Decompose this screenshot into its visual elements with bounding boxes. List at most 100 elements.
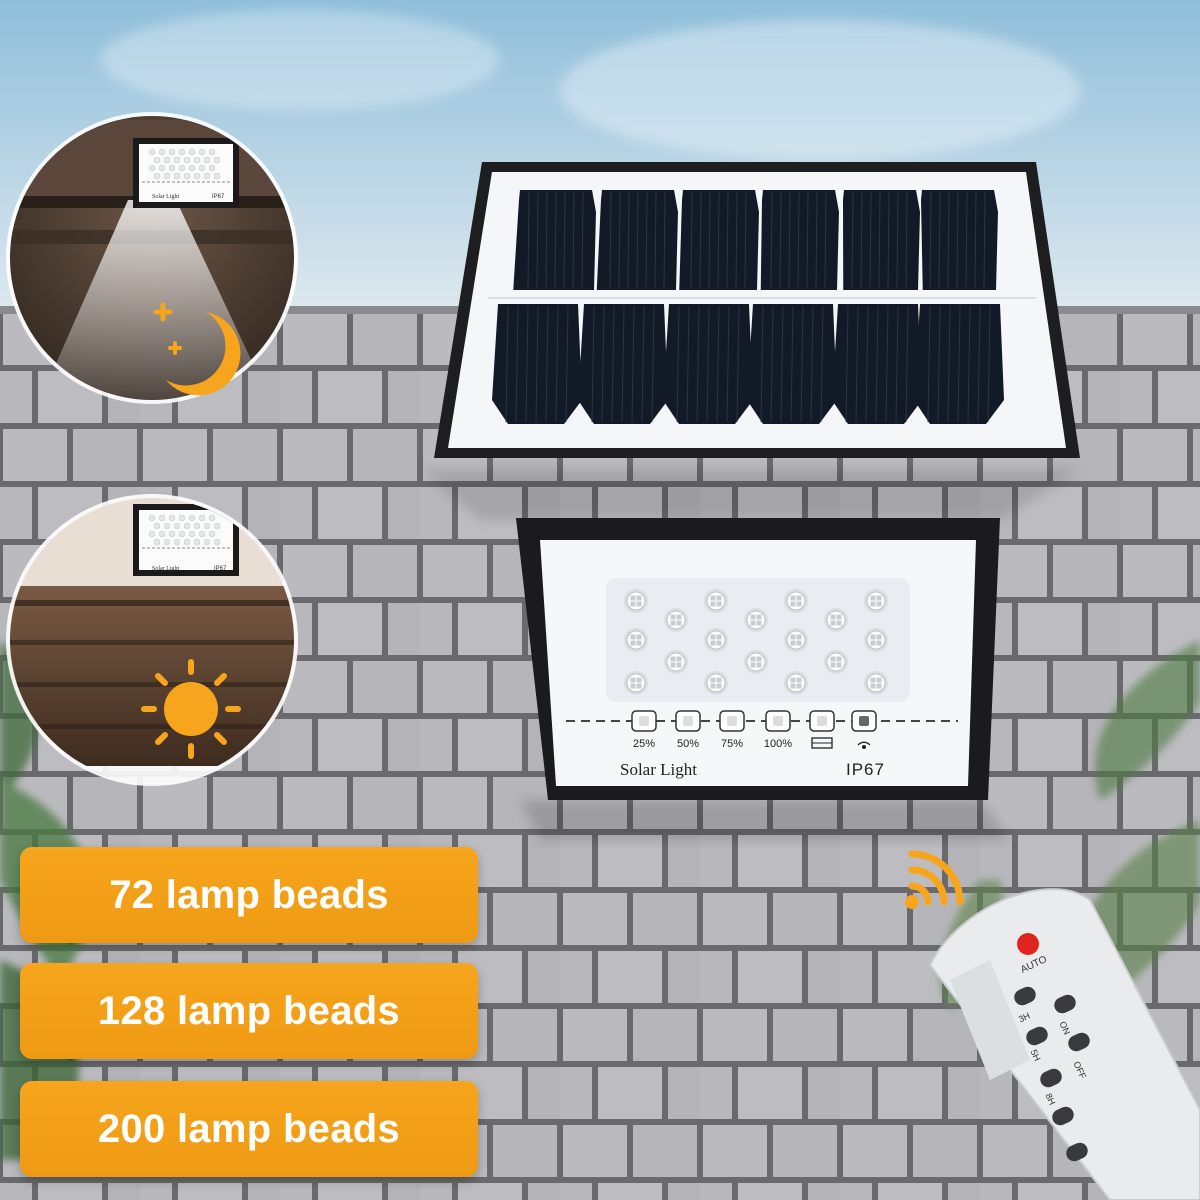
badge-label: 200 lamp beads xyxy=(97,1106,401,1151)
mini-led xyxy=(168,530,176,538)
remote-8h-button[interactable] xyxy=(1038,1066,1065,1090)
mini-led xyxy=(213,172,221,180)
brightness-indicator-label: 100% xyxy=(764,738,792,750)
led-bead xyxy=(704,628,728,652)
led-bead xyxy=(824,650,848,674)
mini-led xyxy=(168,514,176,522)
solar-cell xyxy=(921,190,998,290)
mini-led xyxy=(183,156,191,164)
lamp-brand-label: Solar Light xyxy=(620,760,697,779)
night-lamp-rating: IP67 xyxy=(212,194,225,200)
mini-led xyxy=(198,514,206,522)
mini-led xyxy=(193,156,201,164)
led-bead xyxy=(624,671,648,695)
mini-led xyxy=(183,522,191,530)
mini-led xyxy=(193,538,201,546)
led-bead xyxy=(664,650,688,674)
mini-led xyxy=(203,156,211,164)
lamp-rating-label: IP67 xyxy=(846,760,885,779)
mini-led xyxy=(173,538,181,546)
badge-label: 128 lamp beads xyxy=(97,988,401,1033)
mini-led xyxy=(148,148,156,156)
mini-led xyxy=(148,530,156,538)
mini-led xyxy=(188,148,196,156)
mini-led xyxy=(178,148,186,156)
mini-led xyxy=(153,538,161,546)
badge-label: 72 lamp beads xyxy=(109,872,389,917)
led-bead xyxy=(744,608,768,632)
led-bead xyxy=(624,589,648,613)
remote-3h-button[interactable] xyxy=(1012,984,1039,1008)
brightness-indicator: 25% xyxy=(631,710,657,750)
remote-label-3h: 3H xyxy=(1017,1010,1032,1024)
led-bead xyxy=(784,628,808,652)
day-scene: Solar Light IP67 xyxy=(6,494,298,786)
remote-off-button[interactable] xyxy=(1066,1030,1093,1054)
mini-led xyxy=(208,164,216,172)
remote-on-button[interactable] xyxy=(1052,992,1079,1016)
sun-icon xyxy=(141,659,241,759)
mini-led xyxy=(178,164,186,172)
mini-led xyxy=(213,156,221,164)
mini-led xyxy=(178,530,186,538)
sensor-icon xyxy=(851,710,877,749)
led-bead xyxy=(624,628,648,652)
mini-led xyxy=(198,530,206,538)
floodlight: 25% 50% 75% 100% Solar Light IP67 xyxy=(516,518,1000,800)
led-bead xyxy=(784,589,808,613)
brightness-indicator: 50% xyxy=(675,710,701,750)
mini-led xyxy=(163,522,171,530)
mini-led xyxy=(198,164,206,172)
led-bead xyxy=(784,671,808,695)
mini-led xyxy=(153,522,161,530)
remote-extra-button-2[interactable] xyxy=(1064,1140,1091,1164)
mini-led xyxy=(163,538,171,546)
mini-led xyxy=(208,148,216,156)
mini-led xyxy=(198,148,206,156)
led-bead xyxy=(864,671,888,695)
remote-label-8h: 8H xyxy=(1043,1092,1057,1107)
brightness-indicator-label: 75% xyxy=(721,738,743,750)
mini-led xyxy=(148,164,156,172)
day-lamp-rating: IP67 xyxy=(214,566,227,572)
mini-led xyxy=(158,148,166,156)
night-lamp-label: Solar Light xyxy=(152,194,179,200)
mini-led xyxy=(203,522,211,530)
mini-led xyxy=(173,522,181,530)
led-bead xyxy=(664,608,688,632)
mini-led xyxy=(213,538,221,546)
mini-led xyxy=(173,156,181,164)
brightness-indicator-label: 50% xyxy=(677,738,699,750)
mini-led xyxy=(178,514,186,522)
mini-led xyxy=(163,156,171,164)
remote-auto-button[interactable] xyxy=(1017,933,1039,955)
led-bead xyxy=(824,608,848,632)
mini-led xyxy=(158,530,166,538)
brightness-indicator-label: 25% xyxy=(633,738,655,750)
remote-extra-button-1[interactable] xyxy=(1050,1104,1077,1128)
mini-led xyxy=(163,172,171,180)
mini-led xyxy=(148,514,156,522)
brightness-indicator: 75% xyxy=(719,710,745,750)
night-scene: Solar Light IP67 xyxy=(6,112,298,404)
mini-led xyxy=(213,522,221,530)
remote-control: AUTO 3H ON 5H OFF 8H xyxy=(905,850,1200,1200)
led-bead xyxy=(864,628,888,652)
mini-led xyxy=(153,172,161,180)
mini-led xyxy=(188,530,196,538)
solar-cell xyxy=(843,190,920,290)
badge-200-lamp-beads: 200 lamp beads xyxy=(20,1081,478,1177)
mini-led xyxy=(188,514,196,522)
mini-led xyxy=(173,172,181,180)
mini-led xyxy=(208,530,216,538)
mini-led xyxy=(203,172,211,180)
mini-led xyxy=(193,172,201,180)
moon-stars-icon xyxy=(153,302,241,396)
solar-cell xyxy=(679,190,759,290)
mini-led xyxy=(158,514,166,522)
remote-5h-button[interactable] xyxy=(1024,1024,1051,1048)
badge-72-lamp-beads: 72 lamp beads xyxy=(20,847,478,943)
wireless-signal-icon xyxy=(905,850,964,909)
remote-label-5h: 5H xyxy=(1029,1048,1043,1063)
